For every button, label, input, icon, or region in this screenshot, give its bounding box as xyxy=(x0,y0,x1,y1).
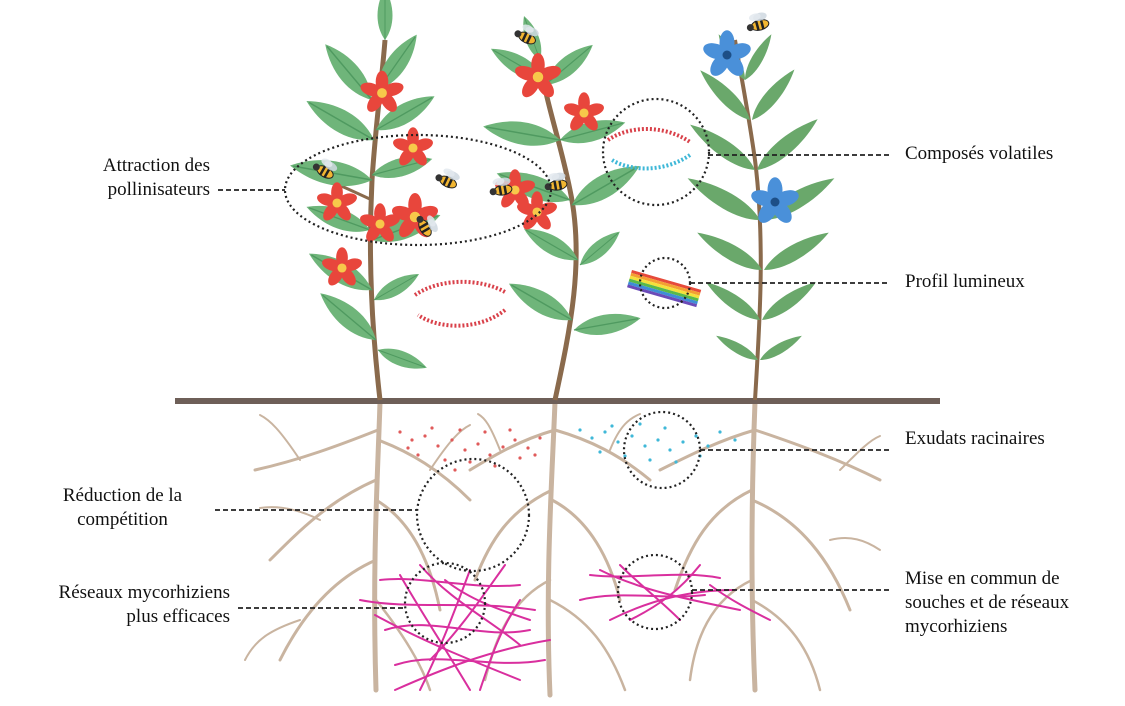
label-mise-line1: Mise en commun de xyxy=(905,567,1069,591)
red-exudates xyxy=(398,426,541,471)
label-lumineux: Profil lumineux xyxy=(905,270,1025,294)
label-reseaux: Réseaux mycorhiziens plus efficaces xyxy=(8,581,230,629)
label-mise-line3: mycorhiziens xyxy=(905,615,1069,639)
label-reseaux-line2: plus efficaces xyxy=(8,605,230,629)
label-mise-line2: souches et de réseaux xyxy=(905,591,1069,615)
label-mise-en-commun: Mise en commun de souches et de réseaux … xyxy=(905,567,1069,639)
flower-icon xyxy=(701,30,753,79)
mycorrhiza-right-circle xyxy=(618,555,692,629)
blue-exudates xyxy=(578,422,736,463)
label-volatiles: Composés volatiles xyxy=(905,142,1053,166)
label-attraction-line1: Attraction des xyxy=(60,154,210,178)
label-exudats: Exudats racinaires xyxy=(905,427,1045,451)
label-reseaux-line1: Réseaux mycorhiziens xyxy=(8,581,230,605)
exudates-circle xyxy=(624,412,700,488)
volatile-arrows xyxy=(415,129,690,326)
label-attraction-line2: pollinisateurs xyxy=(60,178,210,202)
label-reduction-line2: compétition xyxy=(40,508,205,532)
label-reduction: Réduction de la compétition xyxy=(40,484,205,532)
label-attraction: Attraction des pollinisateurs xyxy=(60,154,210,202)
label-exudats-text: Exudats racinaires xyxy=(905,428,1045,449)
label-reduction-line1: Réduction de la xyxy=(40,484,205,508)
root-systems xyxy=(245,402,880,695)
bee-icon xyxy=(744,11,770,34)
label-lumineux-text: Profil lumineux xyxy=(905,271,1025,292)
label-volatiles-text: Composés volatiles xyxy=(905,143,1053,164)
competition-circle xyxy=(417,459,529,571)
root-exudates xyxy=(398,422,736,471)
leader-lines xyxy=(215,155,890,608)
bee-icon xyxy=(434,165,462,190)
